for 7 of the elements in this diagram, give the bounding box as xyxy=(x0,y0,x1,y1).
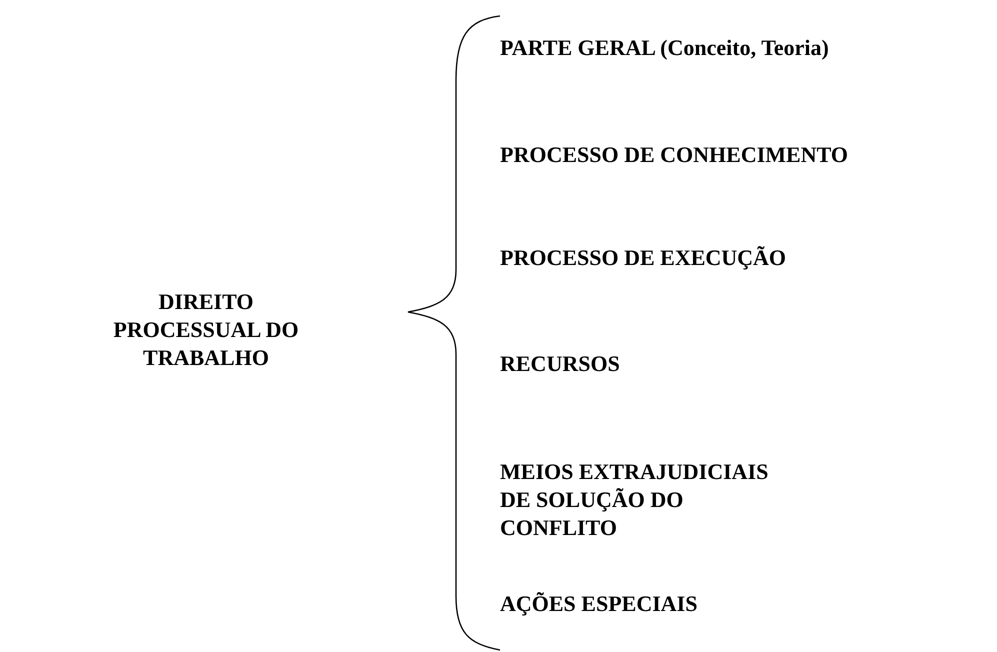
branch-label: MEIOS EXTRAJUDICIAIS DE SOLUÇÃO DO CONFLITO xyxy=(500,458,770,542)
branch-label: RECURSOS xyxy=(500,350,621,378)
branch-label: PROCESSO DE EXECUÇÃO xyxy=(500,244,788,272)
branch-label: PARTE GERAL (Conceito, Teoria) xyxy=(500,34,830,62)
branch-label: PROCESSO DE CONHECIMENTO xyxy=(500,141,849,169)
heading-label: DIREITO PROCESSUAL DO TRABALHO xyxy=(112,288,300,372)
branch-label: AÇÕES ESPECIAIS xyxy=(500,590,698,618)
